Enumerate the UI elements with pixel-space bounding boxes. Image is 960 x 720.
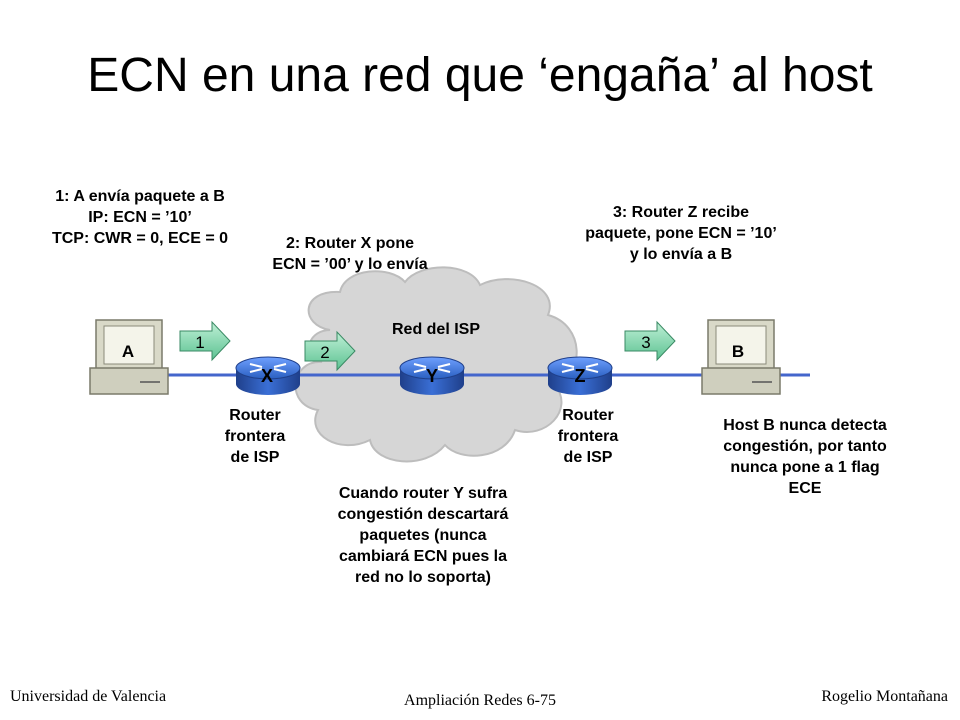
arrow-step-2-icon [304, 330, 356, 372]
router-z [547, 356, 613, 395]
host-b-computer [701, 319, 781, 395]
page-title: ECN en una red que ‘engaña’ al host [87, 49, 873, 102]
arrow-2-label: 2 [320, 343, 329, 362]
router-y-note: Cuando router Y sufra congestión descart… [337, 485, 509, 586]
arrow-step-3-icon [624, 320, 676, 362]
host-b-label: B [732, 342, 744, 361]
footer-right: Rogelio Montañana [821, 688, 948, 705]
footer-center: Ampliación Redes 6-75 [404, 692, 556, 709]
step-1-note: 1: A envía paquete a B IP: ECN = ’10’ TC… [51, 188, 229, 247]
footer-left: Universidad de Valencia [10, 688, 167, 705]
host-a-computer [89, 319, 169, 395]
router-x [235, 356, 301, 395]
host-a-label: A [122, 342, 134, 361]
arrow-3-label: 3 [641, 333, 650, 352]
host-b-note: Host B nunca detecta congestión, por tan… [723, 417, 887, 497]
router-y-label: Y [426, 366, 438, 386]
router-x-label: X [261, 366, 273, 386]
step-3-note: 3: Router Z recibe paquete, pone ECN = ’… [585, 204, 777, 263]
router-z-label: Z [575, 366, 586, 386]
arrow-step-1-icon [179, 320, 231, 362]
cloud-label: Red del ISP [392, 321, 480, 338]
router-y [399, 356, 465, 395]
arrow-1-label: 1 [195, 333, 204, 352]
step-2-note: 2: Router X pone ECN = ’00’ y lo envía [272, 235, 428, 273]
router-z-caption: Router frontera de ISP [557, 407, 619, 466]
router-x-caption: Router frontera de ISP [224, 407, 286, 466]
